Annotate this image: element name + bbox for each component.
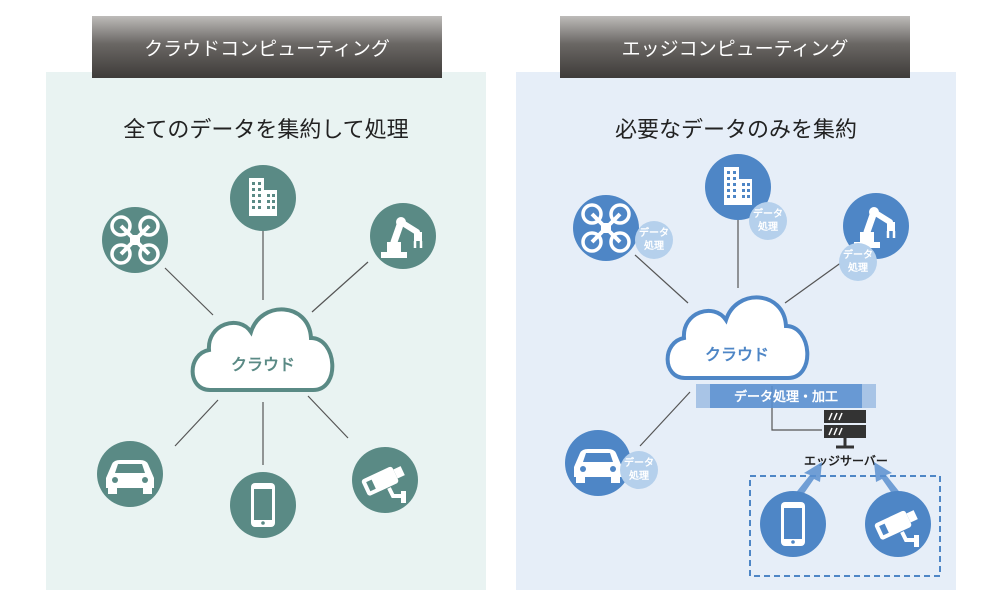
right-node-drone: データ 処理 [573, 195, 673, 261]
edge-server-label: エッジサーバー [804, 454, 888, 468]
processing-bubble-line2: 処理 [757, 220, 778, 233]
processing-bubble-line1: データ [843, 248, 873, 261]
processing-bubble [620, 451, 658, 489]
right-connectors [634, 218, 843, 447]
processing-bubble [749, 202, 787, 240]
left-node-car [97, 441, 163, 507]
left-node-robot-arm [370, 203, 436, 269]
processing-banner: データ処理・加工 [696, 384, 876, 408]
right-node-building: データ 処理 [705, 154, 787, 240]
left-node-security-camera [352, 447, 418, 513]
cloud-computing-subtitle: 全てのデータを集約して処理 [123, 118, 409, 143]
right-node-security-camera [865, 491, 931, 557]
left-cloud-label: クラウド [231, 355, 295, 374]
edge-computing-header: エッジコンピューティング [560, 16, 910, 78]
smartphone-icon [251, 483, 275, 527]
edge-device-group [749, 475, 941, 577]
cloud-computing-header: クラウドコンピューティング [92, 16, 442, 78]
cloud-icon [190, 307, 335, 392]
processing-bubble-line1: データ [753, 207, 783, 220]
processing-bubble-line1: データ [624, 456, 654, 469]
processing-bubble [635, 221, 673, 259]
left-node-smartphone [230, 472, 296, 538]
right-node-car: データ 処理 [565, 430, 658, 496]
edge-server: エッジサーバー [804, 410, 888, 468]
smartphone-icon [781, 502, 805, 546]
server-icon [824, 410, 866, 449]
left-node-drone [102, 207, 168, 273]
right-cloud: クラウド [665, 295, 810, 380]
processing-bubble [839, 243, 877, 281]
left-node-building [230, 165, 296, 231]
edge-computing-subtitle: 必要なデータのみを集約 [614, 118, 857, 143]
processing-bubble-line2: 処理 [847, 261, 868, 274]
processing-banner-label: データ処理・加工 [734, 389, 838, 405]
right-cloud-label: クラウド [705, 345, 769, 364]
cloud-icon [665, 295, 810, 380]
right-node-robot-arm: データ 処理 [839, 193, 909, 281]
left-connectors [164, 230, 369, 465]
right-node-smartphone [760, 491, 826, 557]
processing-bubble-line1: データ [639, 226, 669, 239]
left-cloud: クラウド [190, 307, 335, 392]
processing-bubble-line2: 処理 [643, 239, 664, 252]
processing-bubble-line2: 処理 [628, 469, 649, 482]
